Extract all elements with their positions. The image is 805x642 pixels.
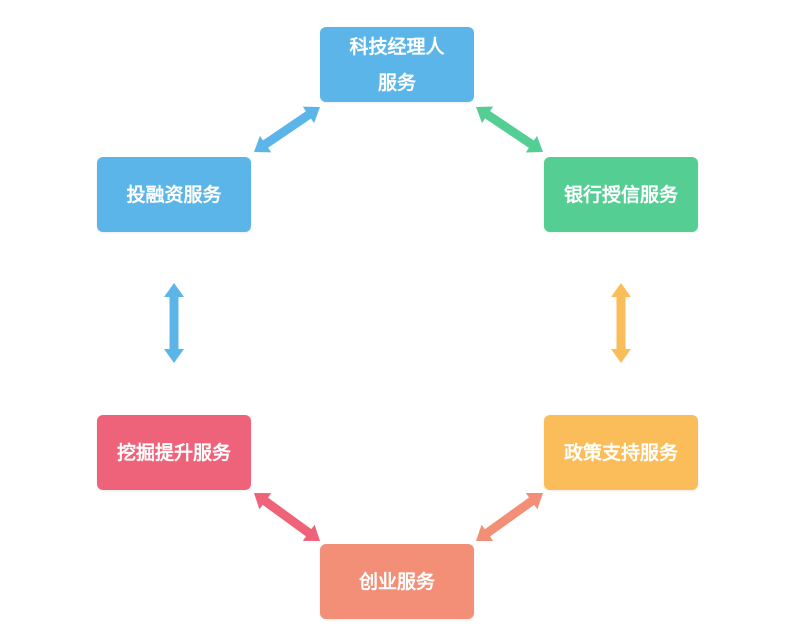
arrow-investment-tech_manager	[164, 283, 184, 363]
node-investment-financing-service: 投融资服务	[97, 157, 251, 232]
arrow-startup-mining	[476, 493, 543, 541]
arrow-bank_credit-policy_support	[476, 106, 543, 153]
node-mining-label: 挖掘提升服务	[116, 441, 231, 464]
node-tech-manager-label-line2: 服务	[377, 71, 416, 94]
node-startup-service: 创业服务	[320, 544, 474, 619]
node-investment-label: 投融资服务	[126, 183, 222, 206]
node-policy-support-service: 政策支持服务	[544, 415, 698, 490]
node-mining-upgrade-service: 挖掘提升服务	[97, 415, 251, 490]
node-tech-manager-service: 科技经理人 服务	[320, 27, 474, 102]
arrow-tech_manager-bank_credit	[254, 106, 320, 153]
node-startup-label: 创业服务	[358, 570, 435, 593]
node-bank-credit-label: 银行授信服务	[563, 183, 678, 206]
arrow-policy_support-startup	[611, 283, 631, 363]
arrow-mining-investment	[254, 493, 320, 541]
node-tech-manager-label-line1: 科技经理人	[349, 35, 445, 58]
node-bank-credit-service: 银行授信服务	[544, 157, 698, 232]
node-policy-support-label: 政策支持服务	[563, 441, 678, 464]
